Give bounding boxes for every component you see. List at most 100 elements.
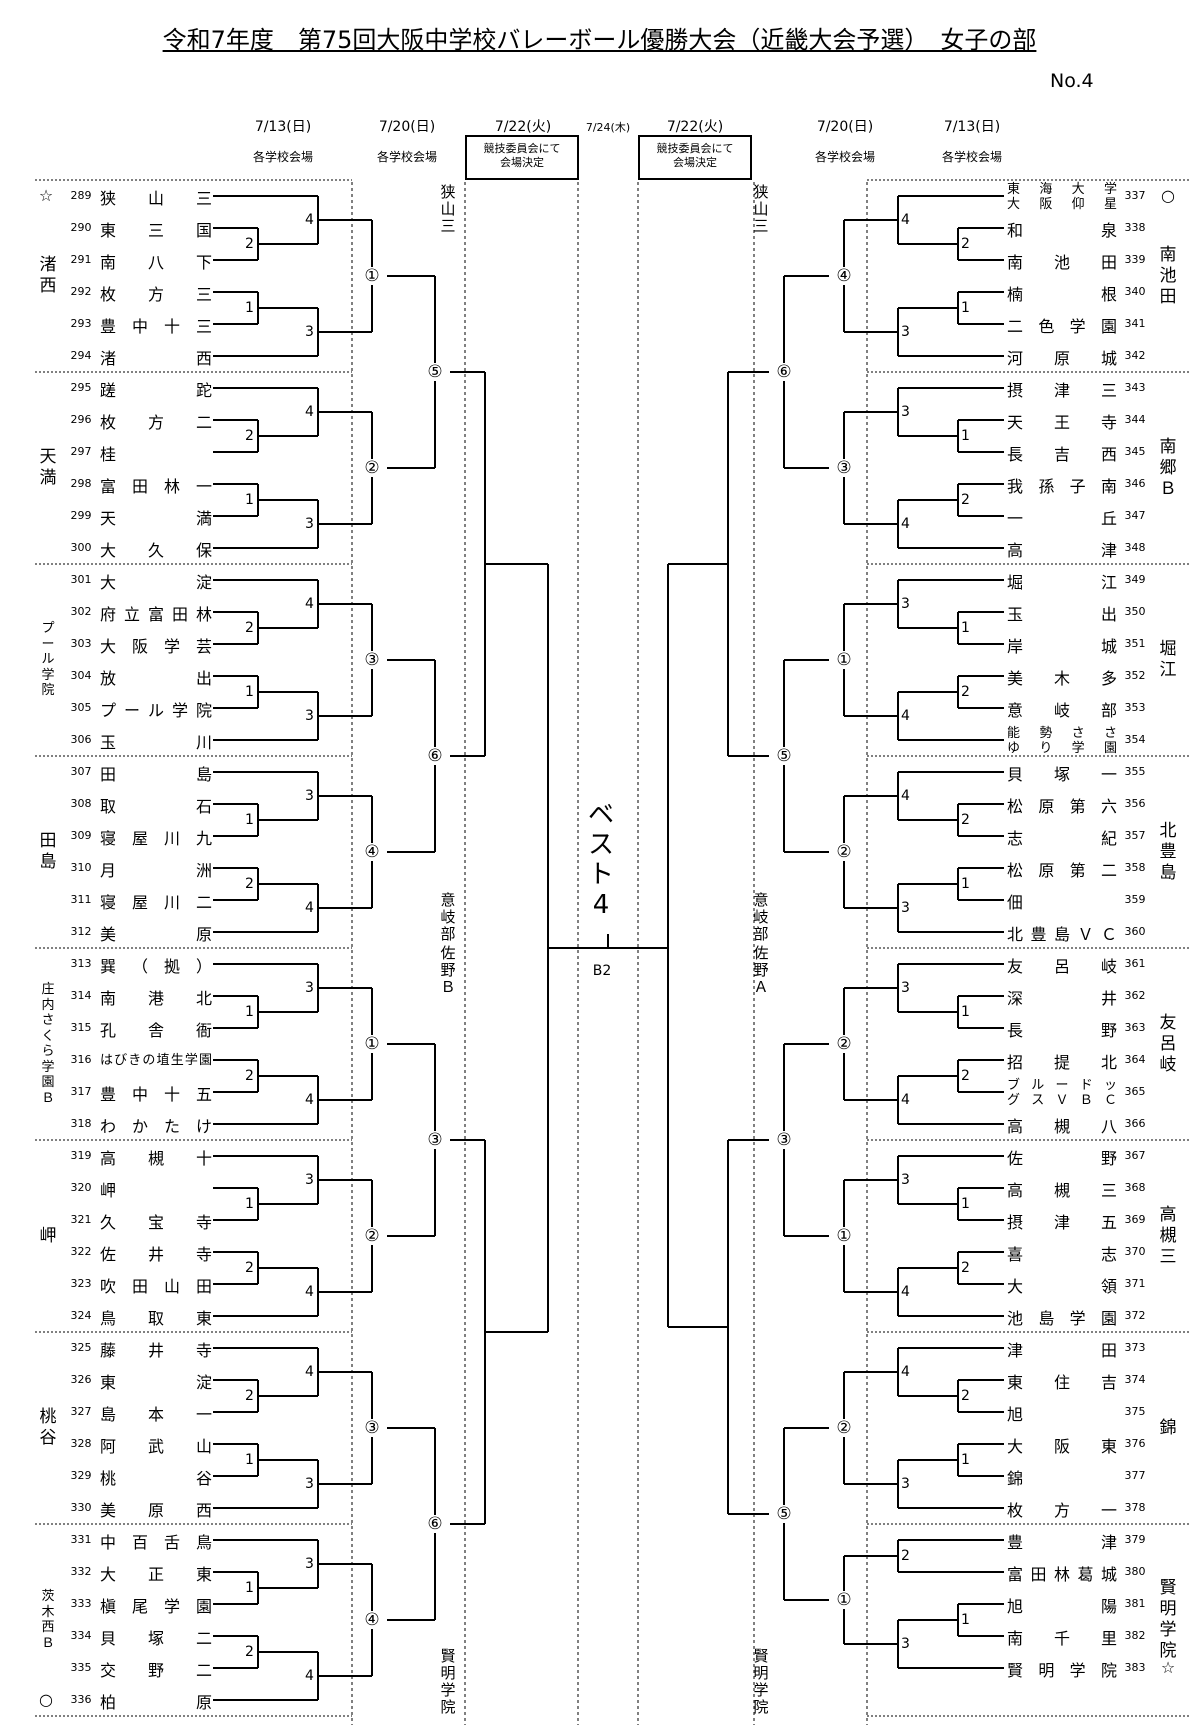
right-round2-num: 4 bbox=[900, 788, 911, 804]
left-round1-num: 2 bbox=[244, 876, 255, 892]
header-date-r2: 7/20(日) bbox=[816, 119, 874, 135]
right-team-name: 大阪仰星 bbox=[1007, 197, 1117, 212]
left-team-name: 桂 bbox=[100, 445, 117, 464]
right-team-name: 招提北 bbox=[1007, 1053, 1117, 1072]
right-round1-num: 2 bbox=[960, 236, 971, 252]
left-team-name: 豊中十五 bbox=[100, 1085, 212, 1104]
left-team-name: 寝屋川九 bbox=[100, 829, 212, 848]
left-team-no: 299 bbox=[70, 509, 92, 522]
right-team-name: 河原城 bbox=[1007, 349, 1117, 368]
right-team-no: 354 bbox=[1124, 733, 1146, 746]
left-group-label: 田 島 bbox=[39, 831, 57, 872]
header-venue-r2: 各学校会場 bbox=[814, 150, 875, 164]
left-team-name: 蹉跎 bbox=[100, 381, 212, 400]
left-team-no: 316 bbox=[70, 1053, 92, 1066]
left-team-name: 大淀 bbox=[100, 573, 212, 592]
left-team-name: 東三国 bbox=[100, 221, 212, 240]
left-team-no: 315 bbox=[70, 1021, 92, 1034]
left-round2-num: 3 bbox=[304, 516, 315, 532]
left-team-name: 寝屋川二 bbox=[100, 893, 212, 912]
right-round1-num: 1 bbox=[960, 876, 971, 892]
right-round2-num: 4 bbox=[900, 212, 911, 228]
right-team-no: 372 bbox=[1124, 1309, 1146, 1322]
right-round2-num: 3 bbox=[900, 900, 911, 916]
right-team-name: 東海大学 bbox=[1007, 182, 1117, 197]
left-team-name: 巽（拠） bbox=[100, 957, 212, 976]
left-round1-num: 1 bbox=[244, 684, 255, 700]
left-team-name: 富田林一 bbox=[100, 477, 212, 496]
left-team-no: 293 bbox=[70, 317, 92, 330]
right-group-label: 高 槻 三 bbox=[1159, 1204, 1177, 1267]
left-qf-num: ① bbox=[357, 1035, 387, 1053]
header-venue-r1: 各学校会場 bbox=[941, 150, 1002, 164]
left-group-label: 渚 西 bbox=[39, 255, 57, 296]
right-team-no: 341 bbox=[1124, 317, 1146, 330]
left-team-name: 柏原 bbox=[100, 1693, 212, 1712]
left-team-no: 330 bbox=[70, 1501, 92, 1514]
left-team-no: 332 bbox=[70, 1565, 92, 1578]
right-team-no: 343 bbox=[1124, 381, 1146, 394]
left-team-name: はびきの埴生学園 bbox=[100, 1053, 212, 1068]
right-round1-num: 1 bbox=[960, 428, 971, 444]
left-round2-num: 3 bbox=[304, 788, 315, 804]
header-date-final: 7/24(木) bbox=[585, 121, 631, 134]
left-team-no: 313 bbox=[70, 957, 92, 970]
left-team-name: 槇尾学園 bbox=[100, 1597, 212, 1616]
right-team-no: 345 bbox=[1124, 445, 1146, 458]
header-venue-l1: 各学校会場 bbox=[252, 150, 313, 164]
right-team-name: ブルードッ bbox=[1007, 1078, 1117, 1093]
right-team-no: 349 bbox=[1124, 573, 1146, 586]
left-round2-num: 3 bbox=[304, 1556, 315, 1572]
header-date-l3: 7/22(火) bbox=[494, 119, 552, 135]
right-team-no: 350 bbox=[1124, 605, 1146, 618]
right-sf-num: ⑥ bbox=[769, 363, 799, 381]
right-team-name: 我孫子南 bbox=[1007, 477, 1117, 496]
right-round1-num: 1 bbox=[960, 1004, 971, 1020]
right-team-name: 天王寺 bbox=[1007, 413, 1117, 432]
left-round1-num: 1 bbox=[244, 1452, 255, 1468]
left-team-name: 美原西 bbox=[100, 1501, 212, 1520]
left-team-no: 321 bbox=[70, 1213, 92, 1226]
venue-label-right-mid-a: 意 岐 部 bbox=[753, 891, 769, 943]
left-round1-num: 2 bbox=[244, 428, 255, 444]
left-team-no: 294 bbox=[70, 349, 92, 362]
document-number: No.4 bbox=[1050, 70, 1094, 92]
left-round1-num: 2 bbox=[244, 620, 255, 636]
right-round2-num: 4 bbox=[900, 1284, 911, 1300]
right-round1-num: 2 bbox=[960, 492, 971, 508]
left-group-label: プ ー ル 学 院 bbox=[41, 621, 55, 699]
right-team-name: 意岐部 bbox=[1007, 701, 1117, 720]
right-team-no: 351 bbox=[1124, 637, 1146, 650]
left-round2-num: 4 bbox=[304, 1092, 315, 1108]
venue-label-left-mid-b: 佐 野 Ｂ bbox=[440, 944, 456, 996]
right-team-no: 366 bbox=[1124, 1117, 1146, 1130]
left-team-no: 331 bbox=[70, 1533, 92, 1546]
left-team-no: 320 bbox=[70, 1181, 92, 1194]
left-sf-num: ③ bbox=[420, 1131, 450, 1149]
left-team-no: 305 bbox=[70, 701, 92, 714]
right-team-no: 355 bbox=[1124, 765, 1146, 778]
left-round2-num: 3 bbox=[304, 1172, 315, 1188]
left-team-no: 328 bbox=[70, 1437, 92, 1450]
header-date-r1: 7/13(日) bbox=[943, 119, 1001, 135]
right-team-name: ゆり学園 bbox=[1007, 741, 1117, 756]
left-team-name: 中百舌鳥 bbox=[100, 1533, 212, 1552]
right-team-no: 346 bbox=[1124, 477, 1146, 490]
venue-box-right: 競技委員会にて 会場決定 bbox=[638, 135, 752, 180]
right-team-no: 362 bbox=[1124, 989, 1146, 1002]
right-round2-num: 3 bbox=[900, 1636, 911, 1652]
left-team-no: 326 bbox=[70, 1373, 92, 1386]
left-round2-num: 3 bbox=[304, 708, 315, 724]
left-round1-num: 1 bbox=[244, 300, 255, 316]
right-group-label: 友 呂 岐 bbox=[1159, 1012, 1177, 1075]
left-team-no: 334 bbox=[70, 1629, 92, 1642]
left-team-no: 312 bbox=[70, 925, 92, 938]
left-team-no: 314 bbox=[70, 989, 92, 1002]
left-round2-num: 4 bbox=[304, 596, 315, 612]
left-team-name: 南八下 bbox=[100, 253, 212, 272]
left-team-name: 東淀 bbox=[100, 1373, 212, 1392]
right-team-no: 363 bbox=[1124, 1021, 1146, 1034]
left-team-name: 渚西 bbox=[100, 349, 212, 368]
right-team-name: 高津 bbox=[1007, 541, 1117, 560]
